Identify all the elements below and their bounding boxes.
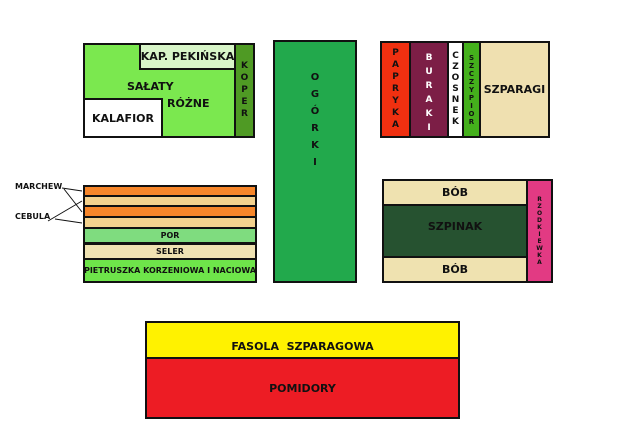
label-papryka: PAPRYKA xyxy=(390,47,401,132)
label-kap-pekinska: KAP. PEKIŃSKA xyxy=(140,50,235,63)
label-pomidory: POMIDORY xyxy=(269,381,336,395)
label-kalafior: KALAFIOR xyxy=(92,111,154,125)
bed-fasola: FASOLA SZPARAGOWA xyxy=(145,321,460,359)
label-bob-top: BÓB xyxy=(441,186,469,199)
bed-bob-bottom: BÓB xyxy=(382,256,528,283)
pointer-cebula-2 xyxy=(54,218,83,224)
bed-szparagi: SZPARAGI xyxy=(479,41,550,138)
pointer-cebula-1 xyxy=(47,200,83,222)
label-pietruszka: PIETRUSZKA KORZENIOWA I NACIOWA xyxy=(83,266,257,275)
bed-papryka: PAPRYKA xyxy=(380,41,411,138)
bed-szpinak: SZPINAK xyxy=(382,204,528,258)
label-buraki: BURAKI xyxy=(424,53,434,137)
label-salaty: SAŁATY xyxy=(127,80,174,93)
label-cebula: CEBULA xyxy=(15,212,51,221)
bed-bob-top: BÓB xyxy=(382,179,528,206)
bed-koper: KOPER xyxy=(234,43,255,138)
pointer-marchew-2 xyxy=(63,188,83,213)
label-por: POR xyxy=(160,231,180,240)
row-pietruszka: PIETRUSZKA KORZENIOWA I NACIOWA xyxy=(83,258,257,283)
pointer-marchew-1 xyxy=(61,187,83,192)
bed-buraki: BURAKI xyxy=(409,41,449,138)
label-seler: SELER xyxy=(156,247,184,256)
label-koper: KOPER xyxy=(239,60,250,121)
label-szczypior: SZCZYPIOR xyxy=(467,53,476,126)
bed-szczypior: SZCZYPIOR xyxy=(462,41,481,138)
label-rzodkiewka: RZODKIEWKA xyxy=(536,196,543,266)
label-szparagi: SZPARAGI xyxy=(483,83,546,96)
label-fasola: FASOLA SZPARAGOWA xyxy=(231,339,374,353)
bed-pomidory: POMIDORY xyxy=(145,357,460,419)
label-marchew: MARCHEW xyxy=(15,182,63,191)
bed-rzodkiewka: RZODKIEWKA xyxy=(526,179,553,283)
bed-kalafior: KALAFIOR xyxy=(83,98,163,138)
label-szpinak: SZPINAK xyxy=(427,220,483,233)
bed-ogorki: OGÓRKI xyxy=(273,40,357,283)
label-ogorki: OGÓRKI xyxy=(309,72,321,174)
label-bob-bottom: BÓB xyxy=(441,263,469,276)
label-rozne: RÓŻNE xyxy=(167,97,210,110)
label-czosnek: CZOSNEK xyxy=(450,51,461,128)
